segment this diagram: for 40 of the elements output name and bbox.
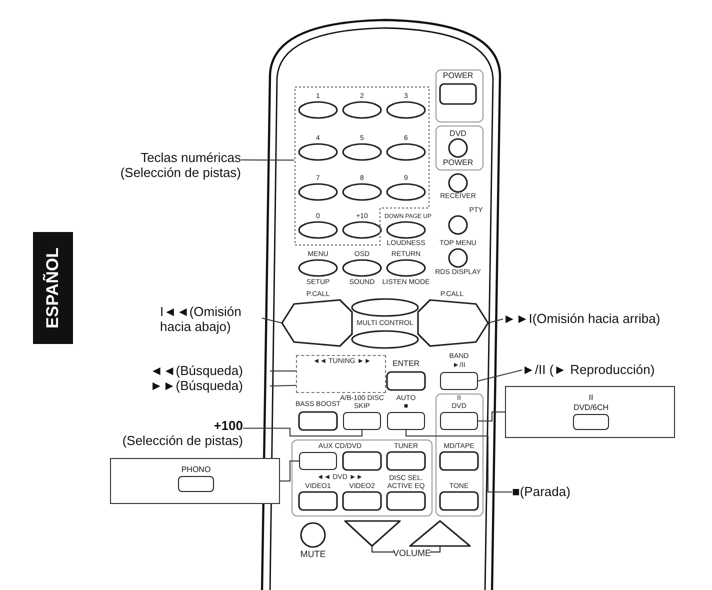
remote-button bbox=[387, 412, 425, 430]
leader-line bbox=[406, 430, 512, 492]
leader-line bbox=[242, 428, 362, 436]
button-label: II bbox=[588, 393, 594, 402]
leader-line bbox=[270, 370, 296, 372]
remote-button bbox=[440, 412, 478, 430]
leader-line bbox=[262, 318, 282, 324]
leader-line bbox=[270, 384, 296, 386]
callout-text: ►/II (► Reproducción) bbox=[522, 362, 656, 377]
skip-button bbox=[418, 300, 488, 346]
button-label: DVD/6CH bbox=[573, 403, 609, 412]
leader-line bbox=[478, 412, 506, 422]
leader-line bbox=[478, 370, 522, 382]
button-label: PHONO bbox=[181, 465, 211, 474]
remote-button bbox=[299, 452, 337, 470]
callout-text: ■(Parada) bbox=[512, 484, 572, 499]
section-label: ESPAÑOL bbox=[43, 248, 63, 328]
button-label: MUTE bbox=[300, 550, 326, 558]
button-label: POWER bbox=[442, 159, 474, 167]
leader-line bbox=[488, 318, 504, 324]
skip-button bbox=[282, 300, 352, 346]
callout-text: Teclas numéricas (Selección de pistas) bbox=[119, 150, 241, 180]
callout-text: ►►(Búsqueda) bbox=[150, 378, 244, 393]
button-label: POWER bbox=[442, 72, 474, 80]
callout-text: ◄◄(Búsqueda) bbox=[150, 363, 244, 378]
leader-line bbox=[240, 159, 294, 161]
callout-text: (Selección de pistas) bbox=[121, 433, 243, 448]
callout-text: I◄◄(Omisión hacia abajo) bbox=[160, 304, 242, 334]
inset-panel bbox=[110, 458, 280, 504]
callout-text: ►►I(Omisión hacia arriba) bbox=[503, 311, 662, 326]
remote-button bbox=[343, 412, 381, 430]
button-label: DVD bbox=[450, 130, 466, 138]
inset-panel bbox=[505, 386, 675, 438]
leader-line bbox=[280, 460, 300, 482]
button-label: ENTER bbox=[392, 360, 420, 368]
button-group bbox=[296, 355, 386, 393]
button-group bbox=[294, 86, 430, 246]
button-label: VOLUME bbox=[393, 549, 431, 557]
remote-button bbox=[440, 372, 478, 390]
callout-number: +100 bbox=[212, 418, 243, 433]
